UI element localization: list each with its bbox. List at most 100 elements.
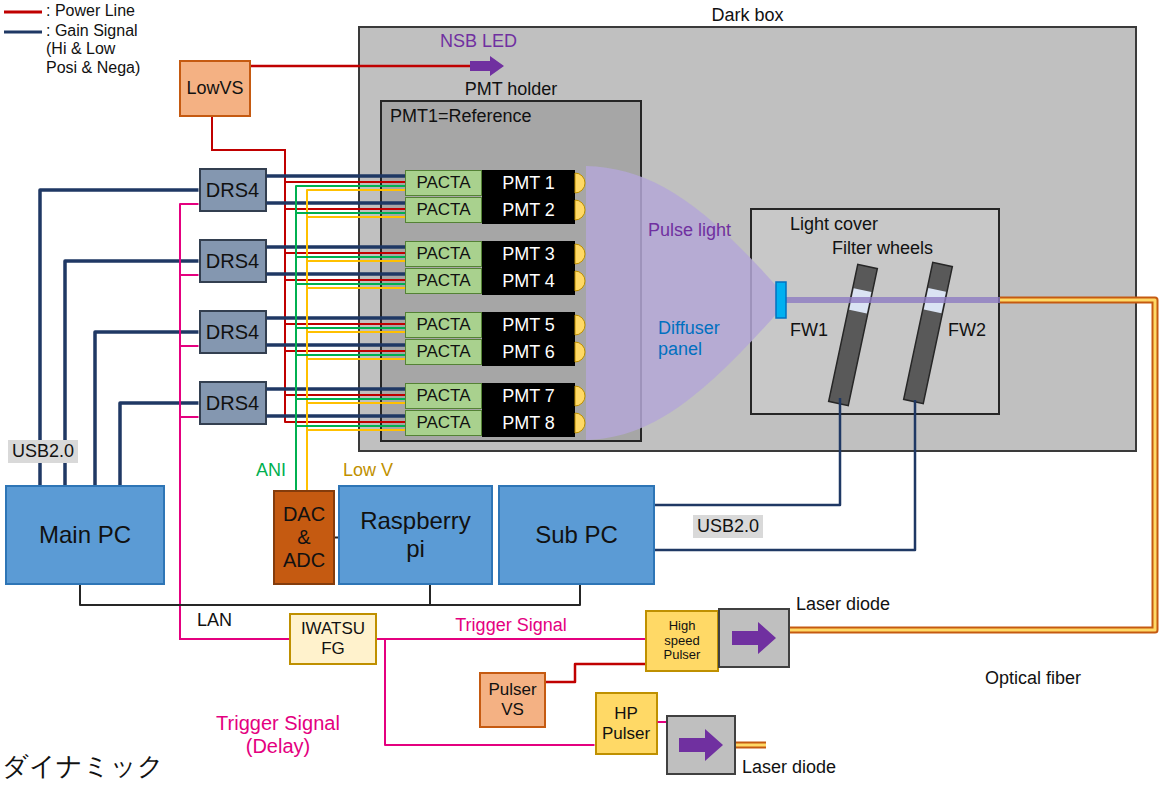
wire-line: [296, 426, 405, 490]
label-holder: Pulse light: [648, 220, 731, 241]
label-holder: Low V: [343, 460, 393, 481]
node-text: DRS4: [206, 392, 259, 415]
wire-line: [307, 430, 405, 490]
pulser-box: High speed Pulser: [645, 610, 719, 672]
connector: [40, 190, 199, 485]
connector: [180, 346, 289, 639]
filter-wheel: [829, 264, 878, 405]
connector: [267, 416, 406, 417]
connector: [267, 318, 406, 319]
wire-line: [296, 186, 405, 490]
pmt-box: PMT 1: [482, 170, 575, 197]
connector: [335, 537, 338, 538]
annotation-label: FW2: [948, 320, 986, 341]
node-text: PMT 6: [502, 342, 555, 363]
legend-line-sample: [4, 31, 42, 34]
connector: [296, 399, 405, 490]
amplifier-box: PACTA: [405, 410, 482, 436]
node-text: DRS4: [206, 250, 259, 273]
label-holder: LAN: [197, 610, 232, 631]
connector: [296, 213, 405, 490]
wire-line: [790, 300, 1155, 630]
dark-box: Dark boxPMT holderPMT1=ReferencePACTAPMT…: [358, 26, 1137, 452]
amplifier-box: PACTA: [405, 241, 482, 267]
wire-line: [307, 190, 405, 490]
text-holder: PMT1=Reference: [390, 106, 532, 127]
label-holder: Filter wheels: [832, 238, 933, 259]
annotation-label: ANI: [256, 460, 286, 481]
pmt-box: PMT 4: [482, 268, 575, 295]
connector: [296, 355, 405, 490]
connector: [95, 332, 199, 485]
connector: [296, 284, 405, 490]
connector: [655, 415, 915, 550]
filter-wheel: [904, 262, 953, 403]
node-text: Pulser VS: [485, 680, 540, 719]
annotation-label: Pulse light: [648, 220, 731, 241]
computer-box: Sub PC: [498, 485, 655, 585]
wire-line: [212, 117, 405, 324]
pmt-window: [575, 244, 585, 264]
annotation-label: NSB LED: [440, 31, 517, 52]
wire-line: [377, 638, 645, 640]
node-text: PACTA: [416, 342, 470, 362]
connector: [267, 247, 406, 248]
function-generator-box: IWATSU FG: [289, 613, 377, 665]
label-holder: Optical fiber: [985, 668, 1081, 689]
label-holder: ANI: [256, 460, 286, 481]
amplifier-box: PACTA: [405, 197, 482, 223]
connector: [267, 203, 406, 204]
digitizer-box: DRS4: [199, 168, 267, 212]
wire-line: [95, 332, 199, 485]
label-holder: FW1: [790, 320, 828, 341]
node-text: PMT 7: [502, 386, 555, 407]
computer-box: Raspberry pi: [338, 485, 493, 585]
wire-line: [307, 261, 405, 490]
wire-line: [212, 117, 405, 422]
wire-line: [790, 300, 1155, 630]
pmt-window: [575, 315, 585, 335]
label-holder: ダイナミック: [2, 752, 164, 782]
wire-line: [296, 284, 405, 490]
wire-line: [212, 117, 405, 351]
label-holder: Trigger Signal (Delay): [198, 712, 358, 758]
pmt-box: PMT 5: [482, 312, 575, 339]
digitizer-box: DRS4: [199, 239, 267, 283]
wire-line: [267, 272, 406, 276]
legend-line-sample: [4, 11, 42, 14]
annotation-label: ダイナミック: [2, 752, 164, 782]
wire-line: [267, 316, 406, 320]
node-text: Laser diode: [796, 594, 890, 615]
wire-line: [377, 639, 595, 745]
laser-arrow: [732, 622, 776, 654]
connector: [655, 415, 840, 505]
node-text: PACTA: [416, 386, 470, 406]
connector: [546, 664, 645, 682]
node-text: Light cover: [790, 214, 878, 235]
annotation-label: USB2.0: [8, 440, 78, 463]
pmt-window: [575, 342, 585, 362]
digitizer-box: DRS4: [199, 310, 267, 354]
connector: [180, 275, 289, 639]
power-wire: [358, 65, 470, 68]
text-holder: Laser diode: [796, 594, 890, 615]
power-supply-box: LowVS: [179, 60, 251, 117]
wire-line: [212, 117, 405, 280]
node-text: PACTA: [416, 413, 470, 433]
wire-line: [296, 257, 405, 490]
wire-line: [296, 399, 405, 490]
connector: [65, 261, 199, 485]
node-text: Sub PC: [535, 521, 618, 549]
wire-line: [307, 288, 405, 490]
connector: [377, 639, 645, 640]
wire-line: [180, 275, 289, 639]
node-text: Raspberry pi: [356, 507, 476, 562]
wire-line: [65, 261, 199, 485]
connector: [212, 117, 405, 209]
wire-line: [40, 190, 199, 485]
wire-line: [267, 343, 406, 347]
fiber-stub: [736, 742, 766, 749]
amplifier-box: PACTA: [405, 312, 482, 338]
annotation-label: LAN: [197, 610, 232, 631]
